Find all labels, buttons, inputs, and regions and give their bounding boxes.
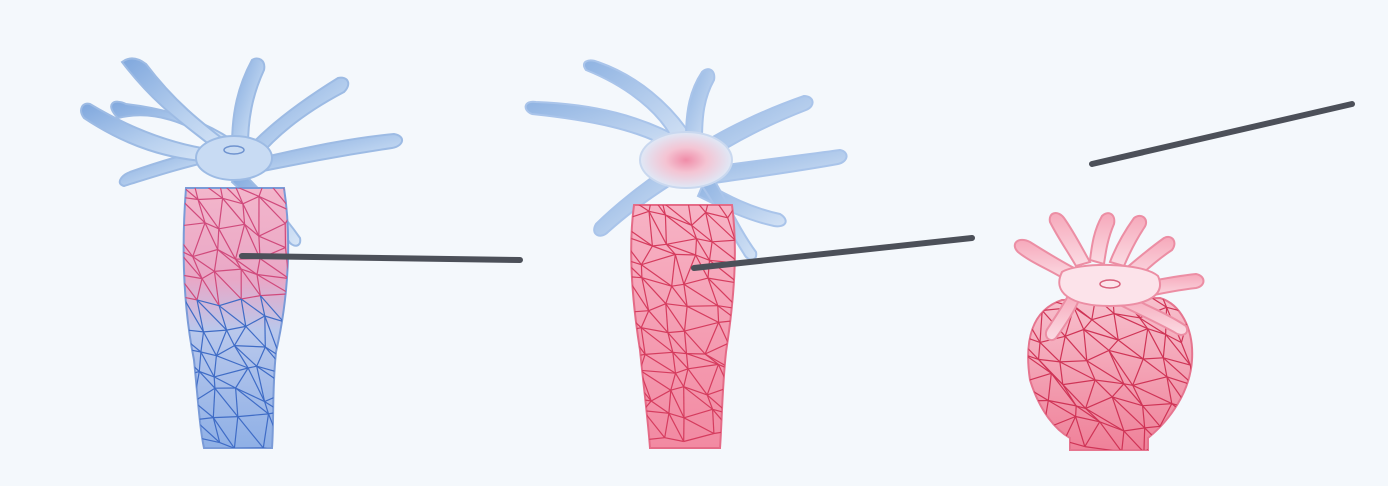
hydra-1-needle [242, 256, 520, 260]
cell-edge [675, 254, 695, 255]
cell-edge [1076, 406, 1077, 417]
cell-edge [718, 306, 719, 323]
hydra-3-head [1059, 265, 1160, 306]
hydra-1-head [196, 136, 272, 180]
cell-edge [1144, 428, 1145, 452]
cell-edge [265, 316, 266, 347]
cell-edge [641, 265, 642, 278]
cell-edge [687, 306, 718, 307]
hydra-2-head [640, 132, 732, 188]
cell-edge [214, 377, 215, 388]
